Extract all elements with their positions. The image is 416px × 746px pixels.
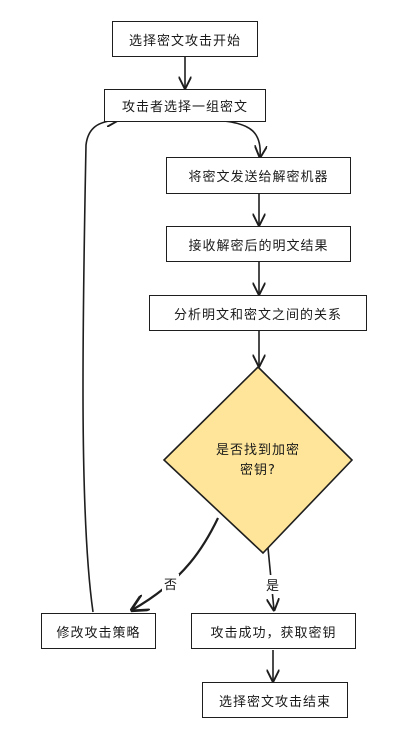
node-choose-ciphertext: 攻击者选择一组密文: [104, 89, 266, 122]
decision-diamond: [162, 365, 354, 555]
edge-label-no: 否: [162, 574, 180, 593]
node-modify-strategy: 修改攻击策略: [41, 613, 156, 649]
edge-decision-no: [132, 517, 219, 610]
edge-choose-to-send: [223, 120, 260, 157]
node-analyze-relation: 分析明文和密文之间的关系: [149, 295, 367, 331]
decision-question: 是否找到加密 密钥?: [200, 441, 316, 481]
node-attack-success: 攻击成功，获取密钥: [191, 613, 356, 649]
edge-modify-loop-back: [82, 120, 118, 613]
node-start: 选择密文攻击开始: [112, 21, 258, 57]
node-receive-plaintext: 接收解密后的明文结果: [166, 226, 351, 262]
node-end: 选择密文攻击结束: [202, 682, 348, 718]
decision-question-line2: 密钥?: [240, 463, 276, 478]
edge-label-yes: 是: [264, 575, 282, 594]
decision-question-line1: 是否找到加密: [215, 443, 300, 458]
node-send-to-decryptor: 将密文发送给解密机器: [166, 157, 351, 194]
